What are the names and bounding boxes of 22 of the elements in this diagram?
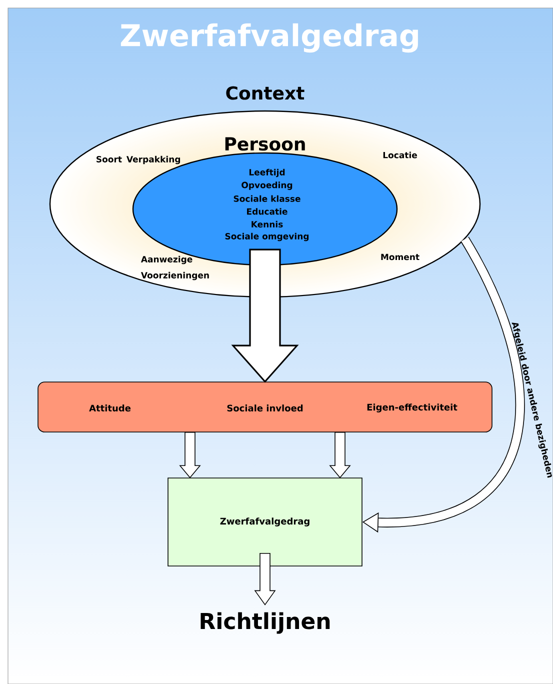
- attribute-label: Sociale klasse: [234, 195, 300, 202]
- title: Zwerfafvalgedrag: [120, 23, 418, 53]
- attribute-label: Leeftijd: [249, 168, 285, 178]
- attribute-label: Opvoeding: [242, 182, 292, 190]
- determinant-label: Sociale invloed: [227, 404, 303, 412]
- context-label: Aanwezige Voorzieningen: [140, 256, 209, 280]
- attribute-label: Kennis: [252, 220, 283, 228]
- block-arrow: [179, 432, 201, 478]
- attribute-label: Educatie: [247, 208, 288, 215]
- block-arrow: [231, 248, 299, 383]
- context-label: Locatie: [383, 152, 417, 158]
- determinant-label: Attitude: [89, 404, 131, 412]
- context-label: Moment: [381, 254, 420, 260]
- heading: Persoon: [225, 137, 305, 151]
- block-arrow: [254, 553, 276, 606]
- block-arrow: [329, 432, 351, 478]
- outcome-label: Richtlijnen: [200, 612, 330, 634]
- box-label: Zwerfafvalgedrag: [220, 518, 310, 526]
- heading: Context: [226, 86, 304, 100]
- determinant-label: Eigen-effectiviteit: [367, 404, 458, 412]
- attribute-label: Sociale omgeving: [225, 232, 309, 242]
- context-label: Soort Verpakking: [96, 156, 180, 164]
